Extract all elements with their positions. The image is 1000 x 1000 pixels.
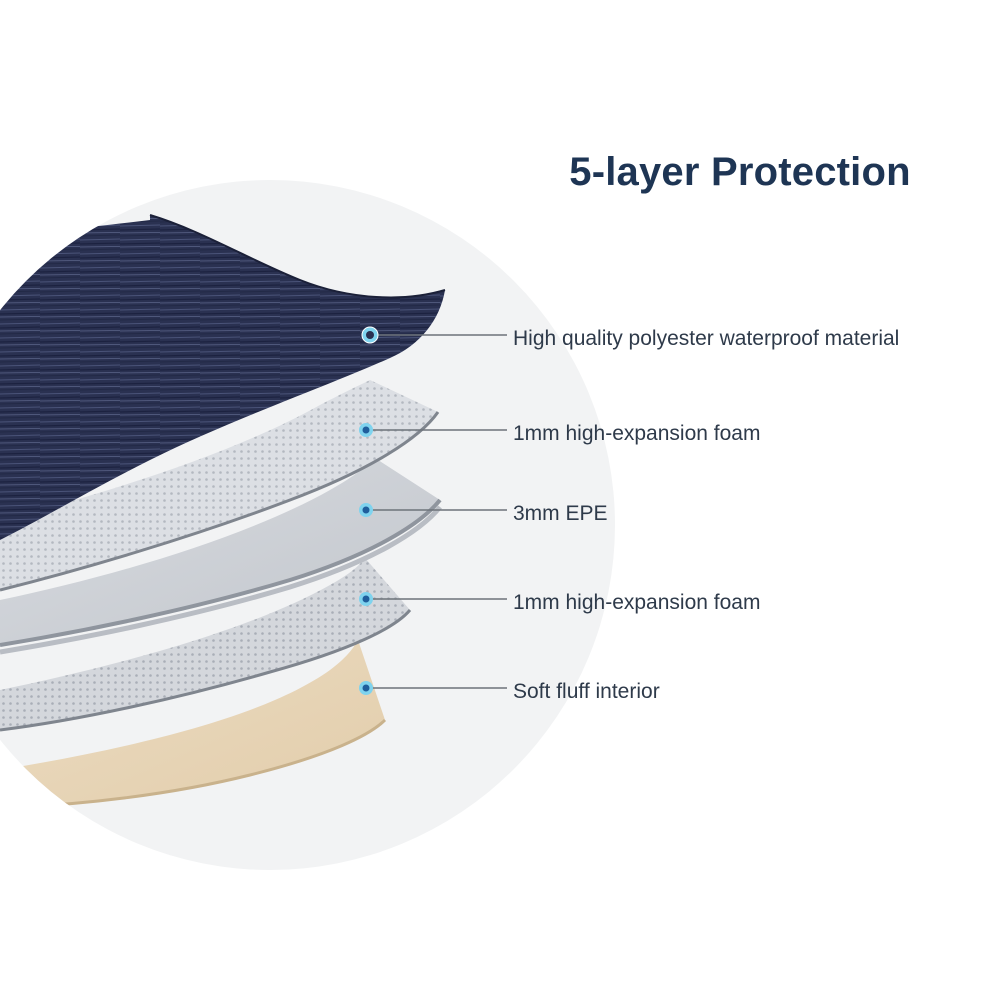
layer-foam-lower-edge (0, 609, 412, 732)
layer-polyester-shape (0, 215, 445, 540)
layer-markers (359, 326, 379, 695)
layer-foam-upper-shape (0, 380, 438, 590)
page-title: 5-layer Protection (569, 150, 911, 194)
layer-fluff-edge (0, 718, 387, 810)
layer-epe-edge (0, 498, 442, 647)
layer-foam-lower-shape (0, 558, 410, 730)
layer-label-epe: 3mm EPE (513, 502, 608, 525)
layer-epe-shape (0, 458, 440, 645)
marker-2-icon (359, 423, 373, 437)
layer-label-polyester: High quality polyester waterproof materi… (513, 327, 900, 350)
layer-label-fluff: Soft fluff interior (513, 680, 660, 703)
marker-4-icon (359, 592, 373, 606)
marker-5-icon (359, 681, 373, 695)
leader-lines (366, 334, 507, 689)
marker-1-icon (361, 326, 379, 344)
layer-label-foam-lower: 1mm high-expansion foam (513, 591, 761, 614)
layer-foam-upper-edge (0, 411, 440, 592)
layer-label-foam-upper: 1mm high-expansion foam (513, 422, 761, 445)
marker-3-icon (359, 503, 373, 517)
layer-fluff-shape (0, 640, 385, 808)
